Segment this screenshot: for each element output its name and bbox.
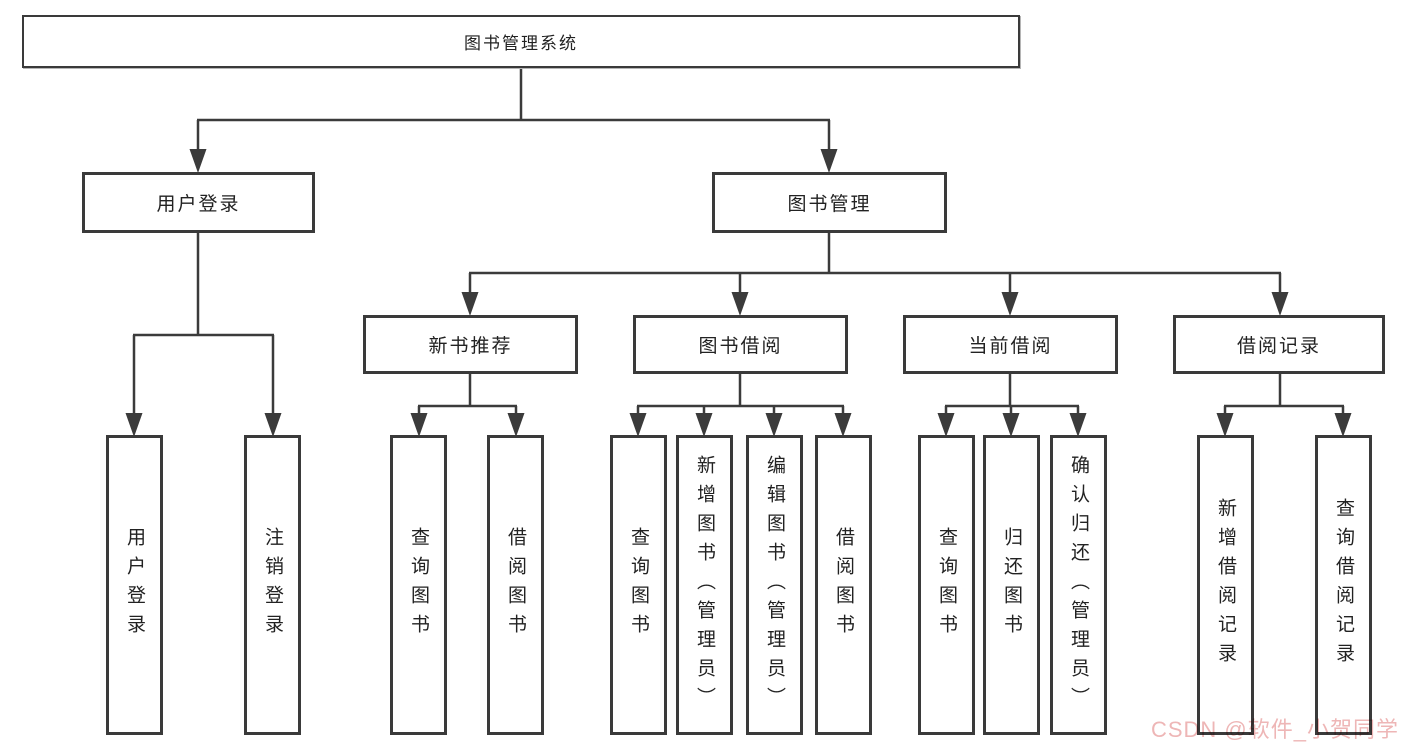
leaf-borrow-books: 借阅图书 <box>815 435 872 735</box>
leaf-borrow-books-recommend: 借阅图书 <box>487 435 544 735</box>
leaf-label: 用户登录 <box>124 527 145 643</box>
leaf-edit-book-admin: 编辑图书（管理员） <box>746 435 803 735</box>
leaf-label: 借阅图书 <box>505 527 526 643</box>
node-borrowing-records: 借阅记录 <box>1173 315 1385 374</box>
csdn-watermark: CSDN @软件_小贺同学 <box>1150 717 1399 742</box>
tree-edges <box>132 68 1345 416</box>
leaf-logout: 注销登录 <box>244 435 301 735</box>
node-book-management: 图书管理 <box>712 172 947 233</box>
node-book-borrowing: 图书借阅 <box>633 315 848 374</box>
leaf-label: 查询图书 <box>408 527 429 643</box>
leaf-user-login: 用户登录 <box>106 435 163 735</box>
leaf-label: 查询借阅记录 <box>1333 498 1354 672</box>
leaf-label: 借阅图书 <box>833 527 854 643</box>
leaf-query-books-borrow: 查询图书 <box>610 435 667 735</box>
arrowheads <box>125 149 1352 437</box>
node-new-book-recommend: 新书推荐 <box>363 315 578 374</box>
leaf-add-book-admin: 新增图书（管理员） <box>676 435 733 735</box>
node-user-login: 用户登录 <box>82 172 315 233</box>
node-current-borrowing: 当前借阅 <box>903 315 1118 374</box>
leaf-label: 注销登录 <box>262 527 283 643</box>
leaf-label: 编辑图书（管理员） <box>764 454 785 716</box>
root-node-library-system: 图书管理系统 <box>22 15 1020 68</box>
leaf-label: 查询图书 <box>936 527 957 643</box>
leaf-query-books-recommend: 查询图书 <box>390 435 447 735</box>
leaf-query-books-current: 查询图书 <box>918 435 975 735</box>
leaf-label: 新增借阅记录 <box>1215 498 1236 672</box>
leaf-label: 确认归还（管理员） <box>1068 454 1089 716</box>
leaf-label: 新增图书（管理员） <box>694 454 715 716</box>
leaf-query-borrow-record: 查询借阅记录 <box>1315 435 1372 735</box>
leaf-return-books: 归还图书 <box>983 435 1040 735</box>
leaf-add-borrow-record: 新增借阅记录 <box>1197 435 1254 735</box>
leaf-confirm-return-admin: 确认归还（管理员） <box>1050 435 1107 735</box>
leaf-label: 查询图书 <box>628 527 649 643</box>
leaf-label: 归还图书 <box>1001 527 1022 643</box>
